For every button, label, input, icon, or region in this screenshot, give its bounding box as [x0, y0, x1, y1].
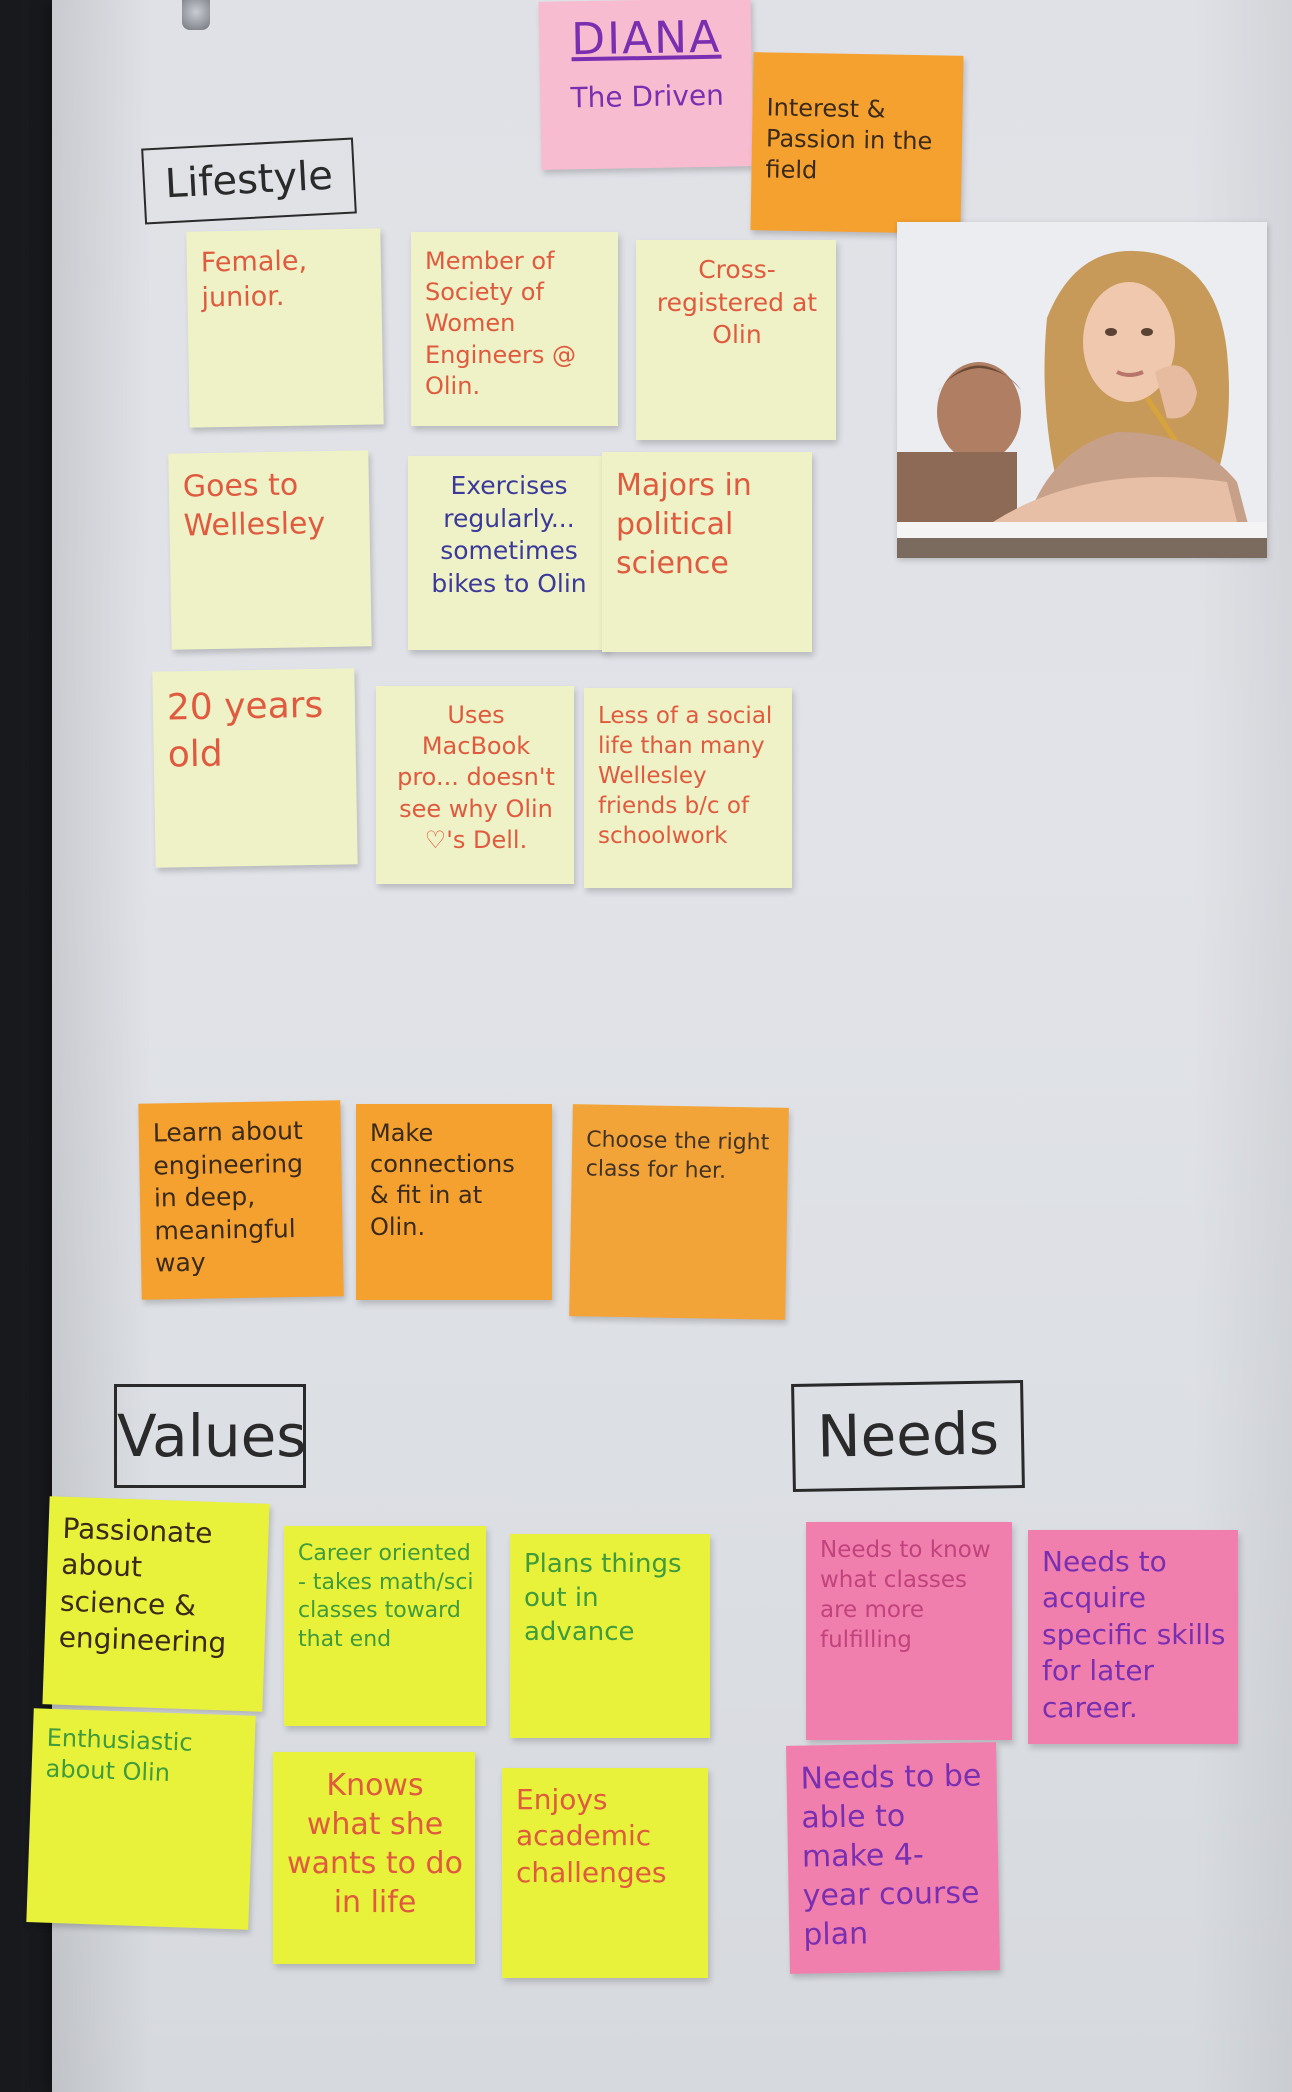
- persona-tagline: The Driven: [570, 78, 725, 115]
- lifestyle-note: Uses MacBook pro... doesn't see why Olin…: [376, 686, 574, 884]
- value-note: Passionate about science & engineering: [42, 1496, 270, 1712]
- value-note: Career oriented - takes math/sci classes…: [284, 1526, 486, 1726]
- value-note: Plans things out in advance: [510, 1534, 710, 1738]
- interest-passion-note: Interest & Passion in the field: [750, 52, 964, 234]
- lifestyle-label: Lifestyle: [141, 137, 357, 225]
- persona-name-note: DIANA The Driven: [538, 0, 754, 170]
- persona-photo: [897, 222, 1267, 558]
- lifestyle-note: Majors in political science: [602, 452, 812, 652]
- need-note: Needs to be able to make 4-year course p…: [786, 1742, 1000, 1974]
- value-note: Knows what she wants to do in life: [273, 1752, 475, 1964]
- values-label: Values: [114, 1384, 307, 1488]
- lifestyle-note: Less of a social life than many Wellesle…: [584, 688, 792, 888]
- need-note: Needs to know what classes are more fulf…: [806, 1522, 1012, 1740]
- goal-note: Learn about engineering in deep, meaning…: [138, 1100, 344, 1300]
- needs-label: Needs: [791, 1379, 1025, 1493]
- value-note: Enjoys academic challenges: [502, 1768, 708, 1978]
- lifestyle-note: Cross-registered at Olin: [636, 240, 836, 440]
- lifestyle-note: Exercises regularly... sometimes bikes t…: [408, 456, 608, 650]
- binder-clip: [182, 0, 210, 30]
- lifestyle-note: 20 years old: [152, 668, 358, 868]
- goal-note: Choose the right class for her.: [569, 1104, 789, 1320]
- goal-note: Make connections & fit in at Olin.: [356, 1104, 552, 1300]
- persona-name: DIANA: [570, 11, 722, 66]
- need-note: Needs to acquire specific skills for lat…: [1028, 1530, 1238, 1744]
- value-note: Enthusiastic about Olin: [26, 1708, 256, 1930]
- lifestyle-note: Member of Society of Women Engineers @ O…: [411, 232, 618, 426]
- lifestyle-note: Female, junior.: [186, 228, 384, 428]
- lifestyle-note: Goes to Wellesley: [168, 450, 372, 650]
